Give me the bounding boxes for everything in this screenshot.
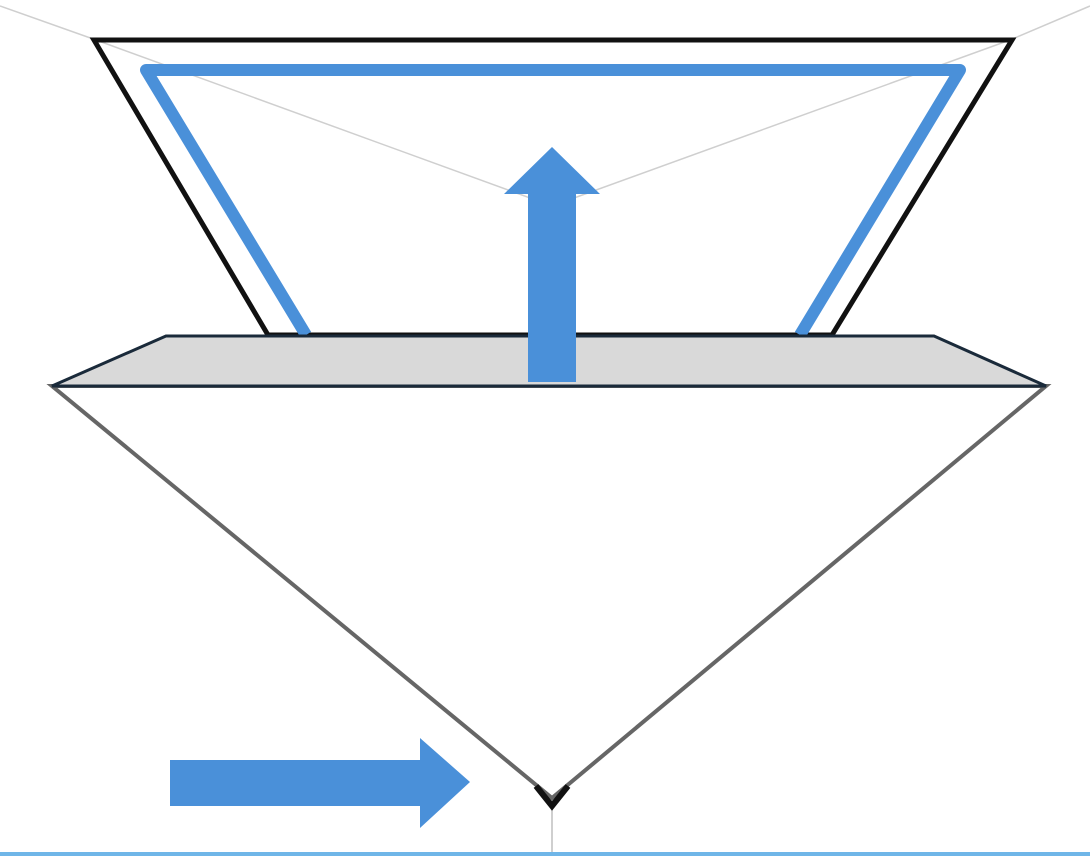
guide-line-top-left — [0, 6, 96, 40]
right-arrow-icon — [170, 738, 470, 828]
guide-line-top-right — [1010, 6, 1090, 40]
bottom-rule — [0, 852, 1090, 856]
funnel-shape — [52, 386, 1046, 798]
